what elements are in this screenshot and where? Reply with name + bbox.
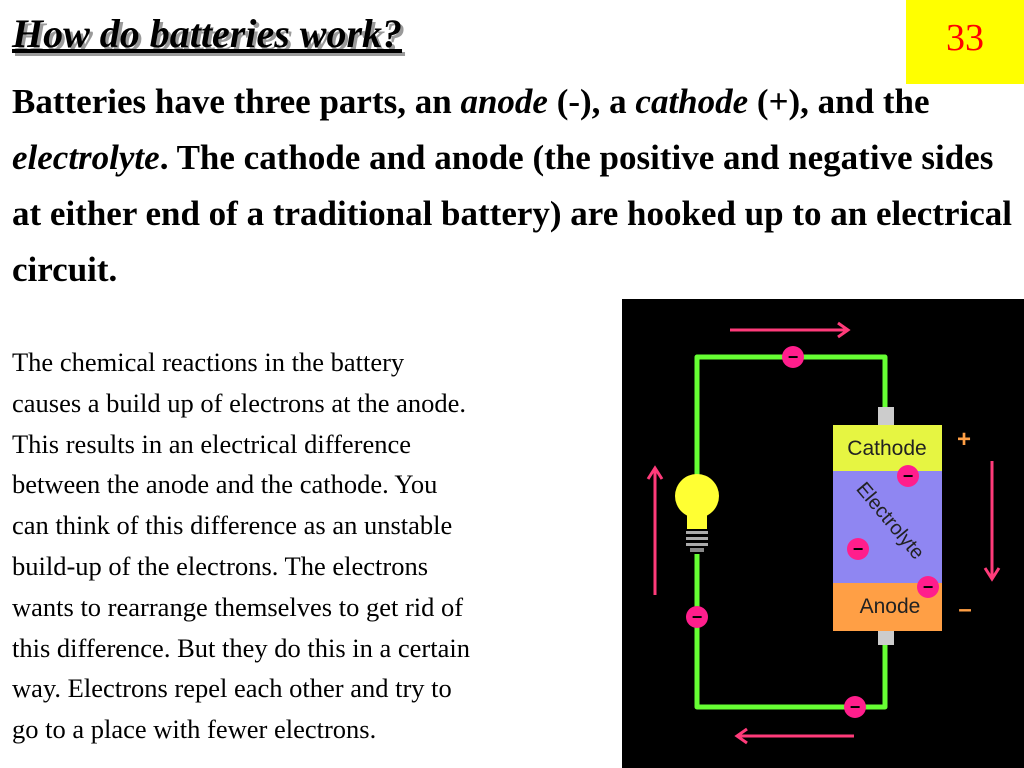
arrow-left-icon — [734, 727, 854, 745]
arrow-right-icon — [730, 321, 851, 339]
explanation-line: between the anode and the cathode. You — [12, 469, 438, 500]
electron-symbol: − — [850, 697, 861, 717]
battery-top-terminal — [878, 407, 894, 425]
electron-icon: − — [847, 538, 869, 560]
electrolyte-section — [833, 471, 942, 583]
slide-title: How do batteries work? — [12, 11, 403, 56]
explanation-line: This results in an electrical difference — [12, 428, 412, 459]
electron-symbol: − — [853, 539, 864, 559]
explanation-line: build-up of the electrons. The electrons — [12, 550, 429, 581]
intro-text: Batteries have three parts, an — [12, 82, 461, 121]
arrow-up-icon — [646, 465, 664, 595]
positive-sign: + — [957, 426, 971, 453]
explanation-line: can think of this difference as an unsta… — [12, 510, 453, 541]
electron-symbol: − — [788, 347, 799, 367]
explanation-paragraph: The chemical reactions in the battery ca… — [12, 342, 612, 750]
light-bulb-icon — [675, 474, 719, 552]
negative-sign: – — [958, 596, 971, 623]
electron-symbol: − — [903, 466, 914, 486]
electron-icon: − — [897, 465, 919, 487]
explanation-line: causes a build up of electrons at the an… — [12, 387, 467, 418]
electron-symbol: − — [692, 607, 703, 627]
term-anode: anode — [460, 82, 548, 121]
arrow-down-icon — [983, 461, 1001, 582]
electron-icon: − — [917, 576, 939, 598]
electron-icon: − — [782, 346, 804, 368]
electron-symbol: − — [923, 577, 934, 597]
intro-text: . The cathode and anode (the positive an… — [12, 138, 1012, 289]
explanation-line: wants to rearrange themselves to get rid… — [12, 591, 464, 622]
electron-icon: − — [844, 696, 866, 718]
battery-circuit-diagram: Cathode Electrolyte Anode + – − − − — [622, 299, 1024, 768]
term-cathode: cathode — [635, 82, 749, 121]
cathode-label: Cathode — [847, 437, 926, 460]
term-electrolyte: electrolyte — [12, 138, 160, 177]
explanation-line: go to a place with fewer electrons. — [12, 714, 377, 745]
battery-bottom-terminal — [878, 629, 894, 645]
explanation-line: way. Electrons repel each other and try … — [12, 673, 452, 704]
electron-icon: − — [686, 606, 708, 628]
intro-text: (-), a — [547, 82, 636, 121]
page-number-badge: 33 — [906, 0, 1024, 84]
intro-text: (+), and the — [748, 82, 930, 121]
explanation-line: The chemical reactions in the battery — [12, 347, 405, 377]
anode-label: Anode — [860, 595, 921, 618]
explanation-line: this difference. But they do this in a c… — [12, 632, 470, 663]
intro-paragraph: Batteries have three parts, an anode (-)… — [12, 74, 1012, 298]
page-number: 33 — [946, 17, 984, 59]
cathode-section — [833, 425, 942, 471]
